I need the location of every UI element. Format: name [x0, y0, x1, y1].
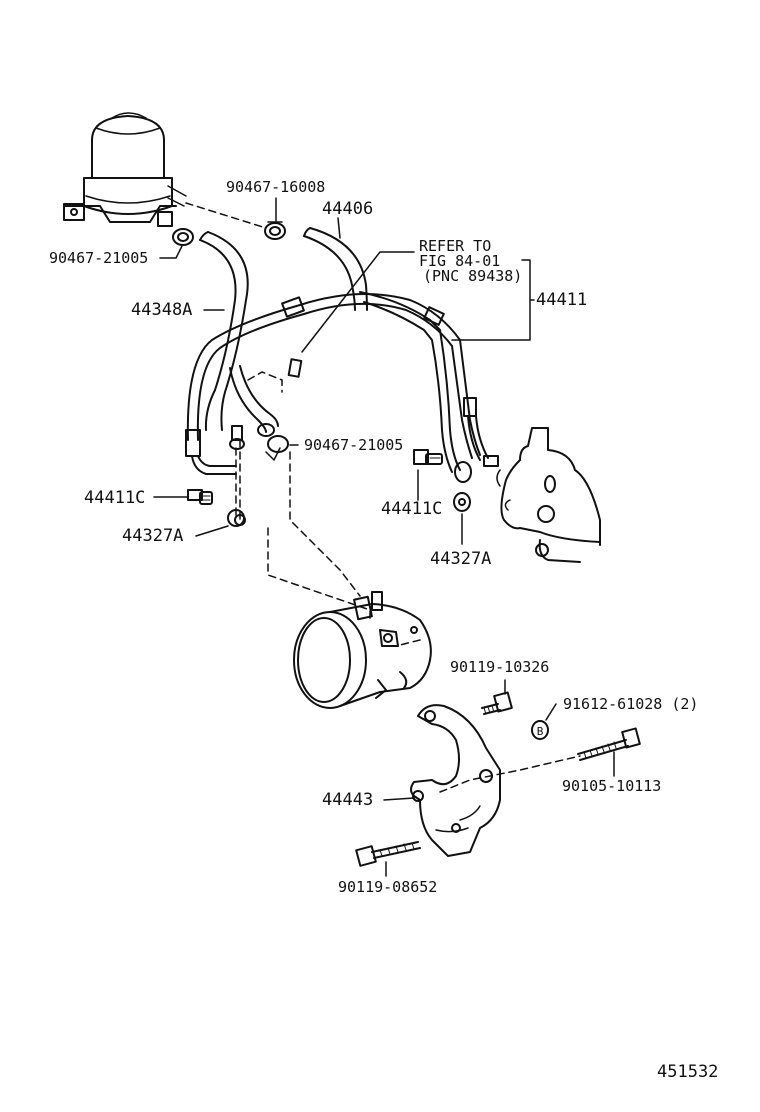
bolt-90119-10326: [481, 691, 513, 715]
hose-clamp-90467-16008: [264, 221, 286, 240]
label-44411C-right: 44411C: [381, 499, 443, 519]
leader-lines: [153, 197, 615, 877]
label-90119-10326: 90119-10326: [450, 658, 550, 676]
label-90467-21005-top: 90467-21005: [49, 249, 149, 267]
bolt-90105-10113: [577, 727, 641, 761]
power-steering-pump: [293, 591, 432, 709]
label-refer-line2: FIG 84-01: [419, 252, 501, 270]
steering-gear-housing: [496, 427, 601, 563]
label-44348A: 44348A: [131, 300, 193, 320]
assembly-dashed-lines: [185, 202, 581, 793]
bolt-90119-08652: [355, 841, 421, 867]
b-marker-letter: B: [537, 725, 544, 738]
label-refer-line3: (PNC 89438): [423, 267, 523, 285]
hose-clamp-90467-21005-top: [172, 228, 194, 246]
b-marker: [531, 720, 549, 740]
hose-clamp-90467-21005-mid: [265, 435, 289, 461]
reservoir-tank: [63, 112, 187, 227]
label-90105-10113: 90105-10113: [562, 777, 662, 795]
label-44443: 44443: [322, 790, 374, 810]
hose-44348A: [199, 231, 249, 431]
label-44327A-left: 44327A: [122, 526, 184, 546]
union-bolt-44411C-right: [413, 449, 443, 465]
pipe-fitting-small: [229, 358, 303, 450]
label-90467-21005-mid: 90467-21005: [304, 436, 404, 454]
label-90467-16008: 90467-16008: [226, 178, 326, 196]
label-44411: 44411: [536, 290, 588, 310]
figure-number: 451532: [657, 1062, 719, 1082]
label-90119-08652: 90119-08652: [338, 878, 438, 896]
gasket-44327A-right: [453, 492, 471, 512]
label-44327A-right: 44327A: [430, 549, 492, 569]
label-44406: 44406: [322, 199, 374, 219]
label-44411C-left: 44411C: [84, 488, 146, 508]
union-bolt-44411C-left: [187, 489, 213, 505]
pump-bracket-44443: [410, 704, 501, 857]
pressure-tube-44411: [185, 291, 499, 483]
label-91612-61028: 91612-61028 (2): [563, 695, 699, 713]
label-refer-line1: REFER TO: [419, 237, 492, 255]
